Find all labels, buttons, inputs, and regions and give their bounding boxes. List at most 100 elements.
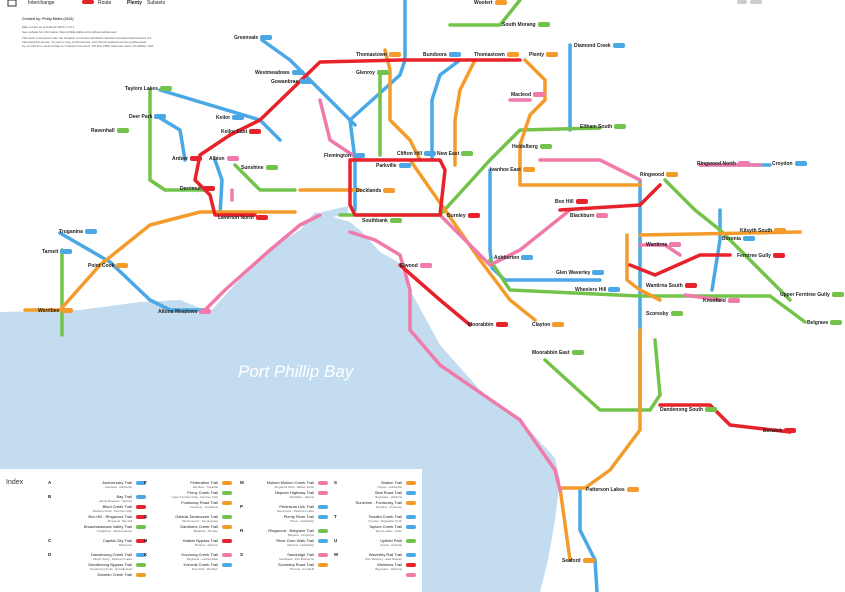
place-label[interactable]: Elwood <box>400 263 432 269</box>
place-label[interactable]: Moorabbin East <box>532 350 584 356</box>
place-label[interactable]: Patterson Lakes <box>586 487 639 493</box>
place-label[interactable]: Thomastown <box>474 52 519 58</box>
place-label[interactable]: Seaford <box>562 558 595 564</box>
place-label[interactable]: Croydon <box>772 161 807 167</box>
place-label[interactable]: Wheelers Hill <box>575 287 621 293</box>
place-label[interactable]: Upper Ferntree Gully <box>780 292 844 298</box>
place-label[interactable]: Ivanhoe East <box>490 167 535 173</box>
place-label[interactable]: Sunshine <box>241 165 278 171</box>
place-label[interactable]: Wantirna South <box>646 283 697 289</box>
place-label[interactable]: Heidelberg <box>512 144 552 150</box>
place-label[interactable]: Ringwood <box>640 172 679 178</box>
place-label[interactable]: Laverton North <box>218 215 268 221</box>
place-label[interactable]: Keilor <box>216 115 245 121</box>
place-label[interactable]: Flemington <box>324 153 365 159</box>
place-label[interactable]: Glen Waverley <box>556 270 605 276</box>
place-label[interactable]: Scoresby <box>646 311 683 317</box>
index-letter: K <box>144 552 148 557</box>
place-label[interactable]: Thomastown <box>356 52 401 58</box>
place-label[interactable]: New East <box>437 151 474 157</box>
place-label[interactable]: Derrimut <box>180 186 215 192</box>
place-label[interactable]: Point Cook <box>88 263 129 269</box>
place-label[interactable]: Macleod <box>511 92 546 98</box>
place-label[interactable]: Ardeer <box>172 156 203 162</box>
place-label[interactable]: Woolert <box>474 0 507 6</box>
place-label[interactable]: Docklands <box>356 188 396 194</box>
place-label[interactable]: Diamond Creek <box>574 43 625 49</box>
place-label[interactable]: Clifton Hill <box>397 151 436 157</box>
place-label[interactable]: Werribee <box>38 308 74 314</box>
place-label[interactable]: Glenroy <box>356 70 389 76</box>
place-label[interactable]: Bundoora <box>423 52 461 58</box>
place-label[interactable]: Eltham South <box>580 124 627 130</box>
place-label[interactable]: Truganina <box>59 229 97 235</box>
route-badge <box>389 218 402 224</box>
place-label[interactable]: Clayton <box>532 322 565 328</box>
place-label[interactable]: Keilor East <box>221 129 262 135</box>
index-entry[interactable]: Darebin Creek Trail <box>52 572 132 577</box>
place-label[interactable]: Albion <box>209 156 239 162</box>
place-label[interactable]: Taylors Lakes <box>125 86 172 92</box>
place-label[interactable]: Altona Meadows <box>158 309 212 315</box>
trail-color-badge <box>318 553 328 557</box>
place-label[interactable]: Wantirna <box>646 242 682 248</box>
place-label[interactable]: Berwick <box>763 428 797 434</box>
place-label[interactable]: South Morang <box>502 22 550 28</box>
place-label[interactable]: Knoxfield <box>703 298 740 304</box>
place-label[interactable]: Belgrave <box>807 320 843 326</box>
place-label[interactable]: Ringwood North <box>697 161 750 167</box>
place-label[interactable]: Parkville <box>376 163 411 169</box>
place-label[interactable]: Ferntree Gully <box>737 253 785 259</box>
place-label[interactable]: Southbank <box>362 218 402 224</box>
place-label[interactable]: Kilsyth South <box>740 228 787 234</box>
place-label[interactable]: Tarneit <box>42 249 73 255</box>
place-label[interactable]: Boronia <box>722 236 755 242</box>
place-label[interactable]: Box Hill <box>555 199 588 205</box>
place-label[interactable]: Ashburton <box>494 255 534 261</box>
place-label[interactable]: Blackburn <box>570 213 609 219</box>
place-label[interactable]: Burnley <box>447 213 480 219</box>
place-label[interactable]: Westmeadows <box>255 70 304 76</box>
place-label[interactable]: Ravenhall <box>91 128 129 134</box>
place-label[interactable]: Dandenong South <box>660 407 718 413</box>
place-label[interactable]: Plenty <box>529 52 559 58</box>
route-badge <box>684 283 697 289</box>
place-label[interactable]: Moorabbin <box>468 322 508 328</box>
place-label[interactable]: Deer Park <box>129 114 167 120</box>
place-label[interactable]: Greenvale <box>234 35 273 41</box>
place-label[interactable]: Gowanbrae <box>271 79 313 85</box>
